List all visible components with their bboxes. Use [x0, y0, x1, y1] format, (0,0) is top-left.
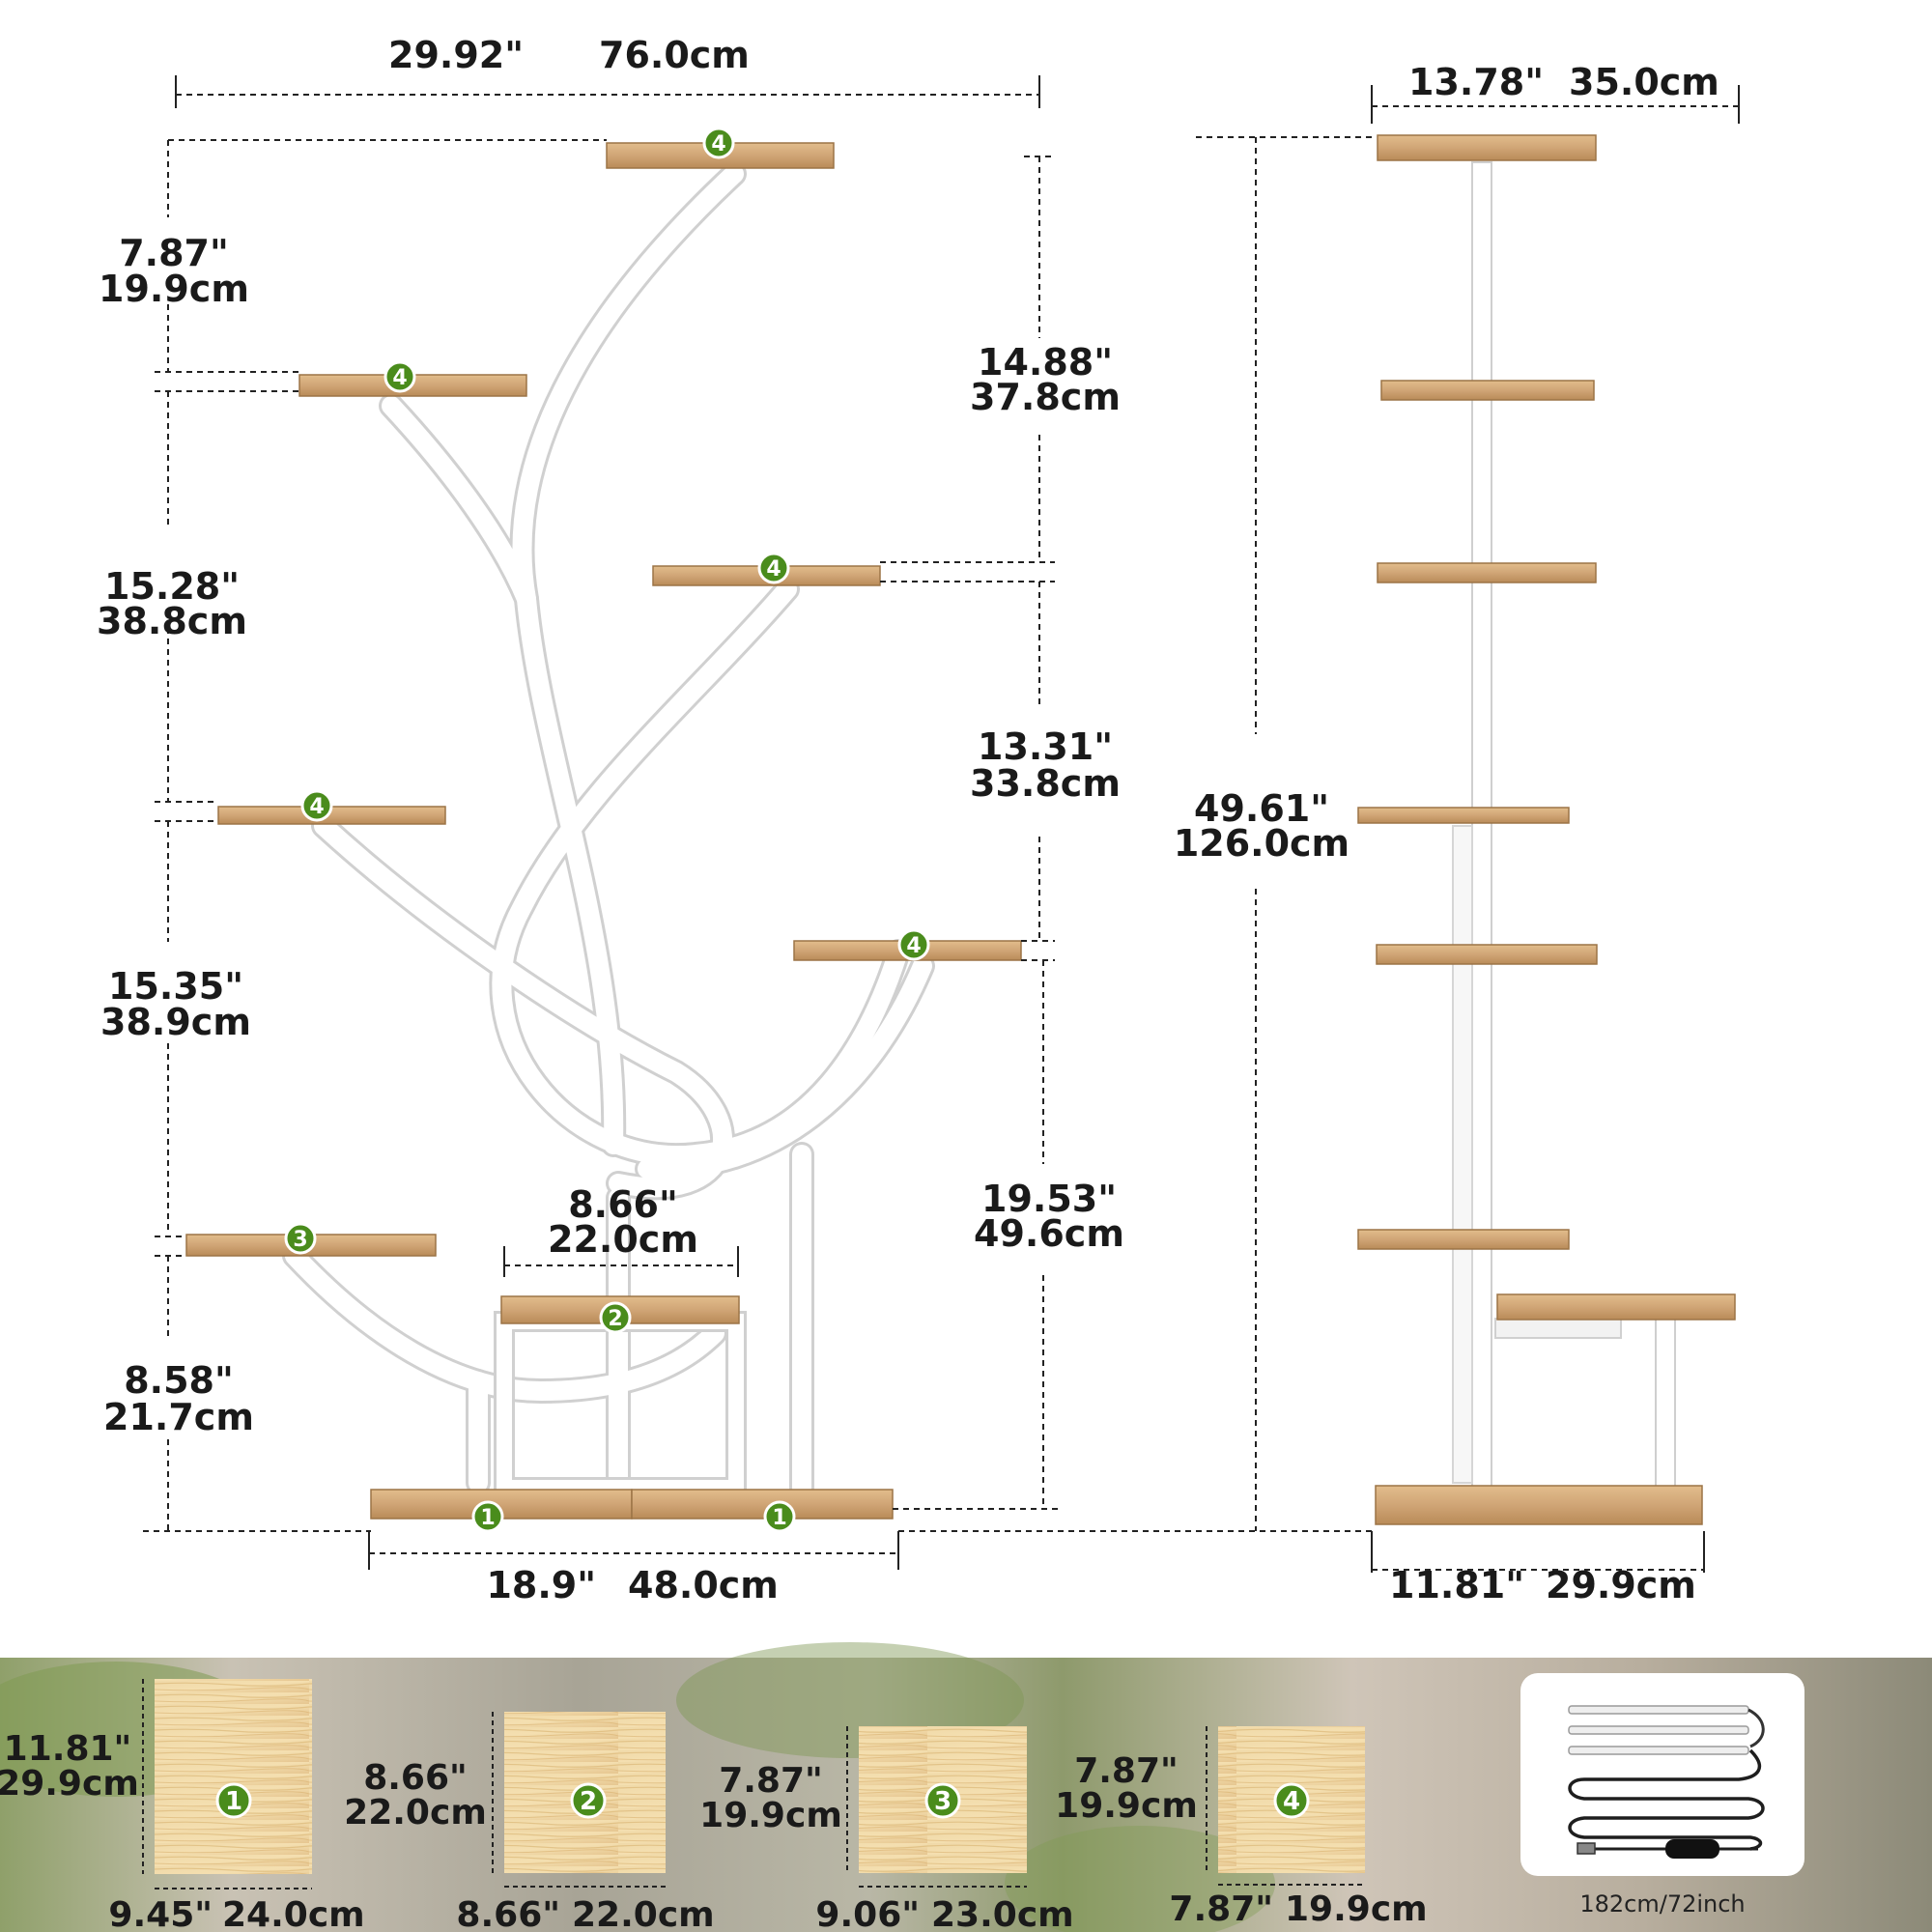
svg-text:2: 2 [608, 1307, 622, 1331]
side-total-height-cm: 126.0cm [1174, 822, 1350, 865]
board-2-width-in: 8.66" [456, 1895, 560, 1932]
side-top-depth-in: 13.78" [1408, 61, 1544, 103]
base-width-in: 18.9" [486, 1564, 596, 1606]
right-gap-1-in: 14.88" [978, 341, 1113, 384]
right-gap-2-in: 13.31" [978, 725, 1113, 768]
svg-text:3: 3 [934, 1787, 952, 1816]
svg-text:4: 4 [309, 795, 324, 819]
svg-text:1: 1 [772, 1506, 786, 1530]
side-top-depth-cm: 35.0cm [1569, 61, 1719, 103]
left-gap-1-in: 7.87" [119, 232, 229, 274]
right-gap-3-in: 19.53" [981, 1178, 1117, 1220]
shelf-badge: 4 [757, 552, 790, 584]
side-shelf [1496, 1293, 1736, 1321]
board-4: 4 7.87" 19.9cm 7.87" 19.9cm [1055, 1726, 1428, 1929]
svg-text:2: 2 [580, 1787, 597, 1816]
led-strip-icon [1568, 1705, 1765, 1859]
board-2-width-cm: 22.0cm [572, 1895, 715, 1932]
board-1-width-in: 9.45" [108, 1895, 213, 1932]
led-strip-length: 182cm/72inch [1579, 1890, 1745, 1918]
side-shelf [1377, 562, 1597, 583]
right-gap-1-cm: 37.8cm [970, 376, 1121, 418]
shelf-badge: 4 [300, 789, 333, 822]
side-step-support [1494, 1318, 1622, 1339]
front-frame [282, 161, 935, 1500]
board-2: 2 8.66" 22.0cm 8.66" 22.0cm [344, 1712, 715, 1932]
shelf-badge: 4 [384, 360, 416, 393]
svg-text:4: 4 [1283, 1787, 1300, 1816]
shelf-badge: 4 [702, 127, 735, 159]
side-base-depth-in: 11.81" [1389, 1564, 1524, 1606]
svg-text:1: 1 [225, 1787, 242, 1816]
left-gap-2-cm: 38.8cm [97, 600, 247, 642]
shelf-badge: 3 [284, 1222, 317, 1255]
side-base [1375, 1485, 1703, 1525]
base-width-cm: 48.0cm [628, 1564, 779, 1606]
base-board-right [631, 1489, 894, 1520]
shelf-badge: 1 [471, 1500, 504, 1533]
center-shelf-in: 8.66" [568, 1183, 678, 1226]
side-post [1471, 161, 1492, 1506]
side-total-height-in: 49.61" [1194, 787, 1329, 830]
total-width-cm: 76.0cm [599, 34, 750, 76]
left-gap-2-in: 15.28" [104, 565, 240, 608]
right-gap-3-cm: 49.6cm [974, 1212, 1124, 1255]
board-4-height-cm: 19.9cm [1055, 1786, 1198, 1826]
board-1: 1 11.81" 29.9cm 9.45" 24.0cm [0, 1679, 365, 1932]
svg-text:4: 4 [711, 132, 725, 156]
left-gap-4-cm: 21.7cm [103, 1396, 254, 1438]
left-gap-3-in: 15.35" [108, 965, 243, 1008]
board-4-width-in: 7.87" [1169, 1889, 1273, 1929]
right-gap-2-cm: 33.8cm [970, 762, 1121, 805]
front-view: 4 4 4 4 4 3 2 1 1 [97, 34, 1374, 1606]
board-2-height-cm: 22.0cm [344, 1793, 487, 1833]
total-width-in: 29.92" [388, 34, 524, 76]
side-shelf [1357, 807, 1570, 824]
side-shelf [1357, 1229, 1570, 1250]
board-3-height-cm: 19.9cm [699, 1796, 842, 1835]
svg-text:3: 3 [293, 1228, 307, 1252]
side-dimension-lines [1196, 85, 1740, 1573]
left-gap-4-in: 8.58" [124, 1359, 234, 1402]
board-4-width-cm: 19.9cm [1285, 1889, 1428, 1929]
board-3-width-cm: 23.0cm [931, 1895, 1074, 1932]
board-1-height-cm: 29.9cm [0, 1764, 139, 1804]
board-1-width-cm: 24.0cm [222, 1895, 365, 1932]
left-gap-1-cm: 19.9cm [99, 268, 249, 310]
side-base-depth-cm: 29.9cm [1546, 1564, 1696, 1606]
left-gap-3-cm: 38.9cm [100, 1001, 251, 1043]
svg-text:4: 4 [392, 366, 407, 390]
board-3-height-in: 7.87" [719, 1761, 823, 1801]
led-strip-card: 182cm/72inch [1520, 1673, 1804, 1918]
svg-text:4: 4 [766, 557, 781, 582]
shelf-badge: 1 [763, 1500, 796, 1533]
center-shelf-cm: 22.0cm [548, 1218, 698, 1261]
svg-text:4: 4 [906, 934, 921, 958]
boards-band: 1 11.81" 29.9cm 9.45" 24.0cm 2 8.66" 22.… [0, 1642, 1932, 1932]
front-dimension-lines [143, 75, 1374, 1570]
side-shelf [1376, 944, 1598, 965]
board-3: 3 7.87" 19.9cm 9.06" 23.0cm [699, 1726, 1074, 1932]
board-4-height-in: 7.87" [1074, 1751, 1179, 1791]
side-view: 13.78" 35.0cm 49.61" 126.0cm 11.81" 29.9… [1174, 61, 1740, 1606]
shelf-badge: 4 [897, 928, 930, 961]
svg-text:1: 1 [480, 1506, 495, 1530]
side-brace [1452, 825, 1473, 1484]
side-shelf [1377, 134, 1597, 161]
board-1-height-in: 11.81" [4, 1729, 132, 1769]
shelf-badge: 2 [599, 1301, 632, 1334]
side-shelf [1380, 380, 1595, 401]
board-2-height-in: 8.66" [363, 1758, 468, 1798]
side-rear-leg [1655, 1313, 1676, 1503]
board-3-width-in: 9.06" [815, 1895, 920, 1932]
